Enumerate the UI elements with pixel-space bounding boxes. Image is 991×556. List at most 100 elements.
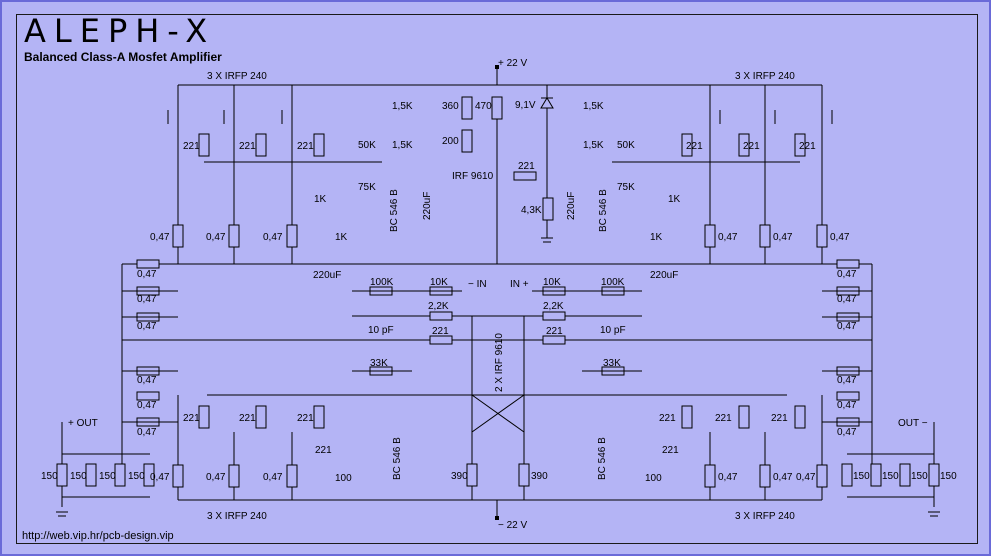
label-r047-7: 0,47 [150,472,170,483]
label-r047-5: 0,47 [773,232,793,243]
label-r1k-3: 1K [668,194,681,205]
right-top-mosfets [612,85,833,264]
label-r047-11: 0,47 [773,472,793,483]
label-r100-l: 100 [335,473,352,484]
label-r360: 360 [442,101,459,112]
output-loads [56,422,940,517]
label-irf9610-top: IRF 9610 [452,171,494,182]
label-zener: 9,1V [515,100,536,111]
label-r221-br: 221 [662,445,679,456]
label-r221-cl: 221 [432,326,449,337]
label-r75k-l: 75K [358,182,376,193]
label-r047-l5: 0,47 [137,400,157,411]
label-r75k-r: 75K [617,182,635,193]
label-bc546-bl: BC 546 B [392,437,403,480]
label-r047-l3: 0,47 [137,321,157,332]
label-r047-r6: 0,47 [837,427,857,438]
label-r221-g12: 221 [771,413,788,424]
schematic-border [16,14,978,544]
input-networks [352,286,642,376]
label-r150-3: 150 [99,471,116,482]
label-r047-1: 0,47 [150,232,170,243]
label-r100k-r: 100K [601,277,625,288]
label-r047-r1: 0,47 [837,269,857,280]
label-r047-r5: 0,47 [837,400,857,411]
left-top-mosfets [167,85,382,264]
label-r047-l6: 0,47 [137,427,157,438]
label-vminus: − 22 V [498,520,528,531]
label-c220-3: 220uF [313,270,341,281]
label-r047-8: 0,47 [206,472,226,483]
label-r390-r: 390 [531,471,548,482]
label-bc546-tr: BC 546 B [598,189,609,232]
label-r150-2: 150 [70,471,87,482]
label-c10p-r: 10 pF [600,325,626,336]
label-r22k-r: 2,2K [543,301,564,312]
label-r047-2: 0,47 [206,232,226,243]
label-irfp-bl: 3 X IRFP 240 [207,511,267,522]
label-r200: 200 [442,136,459,147]
label-irfp-tl: 3 X IRFP 240 [207,71,267,82]
label-r221-cr: 221 [546,326,563,337]
center-bias-network [461,85,554,264]
label-r047-6: 0,47 [830,232,850,243]
label-vplus: + 22 V [498,58,528,69]
label-r100-r: 100 [645,473,662,484]
label-r047-9: 0,47 [263,472,283,483]
label-r047-l2: 0,47 [137,294,157,305]
label-r221-g4: 221 [686,141,703,152]
schematic-subtitle: Balanced Class-A Mosfet Amplifier [24,50,222,64]
label-r43k: 4,3K [521,205,542,216]
label-r221-g5: 221 [743,141,760,152]
label-r390-l: 390 [451,471,468,482]
label-bc546-tl: BC 546 B [389,189,400,232]
label-r22k-l: 2,2K [428,301,449,312]
label-c220-1: 220uF [422,192,433,220]
label-r047-3: 0,47 [263,232,283,243]
label-r221-g11: 221 [715,413,732,424]
label-r047-l1: 0,47 [137,269,157,280]
driver-stage [429,311,566,500]
label-r150-6: 150 [882,471,899,482]
footer-url: http://web.vip.hr/pcb-design.vip [22,530,174,542]
schematic-title: ALEPH-X [24,12,216,50]
label-r10k-r: 10K [543,277,561,288]
label-r221-g1: 221 [183,141,200,152]
label-c220-2: 220uF [566,192,577,220]
label-r221-g7: 221 [183,413,200,424]
label-irfp-br: 3 X IRFP 240 [735,511,795,522]
label-r150-4: 150 [128,471,145,482]
label-irfp-tr: 3 X IRFP 240 [735,71,795,82]
label-r1k-4: 1K [650,232,663,243]
label-r047-12: 0,47 [796,472,816,483]
bottom-mosfets [172,395,828,500]
label-c10p-l: 10 pF [368,325,394,336]
label-r100k-l: 100K [370,277,394,288]
label-r221-g9: 221 [297,413,314,424]
component-labels: + 22 V − 22 V 3 X IRFP 240 3 X IRFP 240 … [41,58,957,531]
label-r150-7: 150 [911,471,928,482]
label-r221-g3: 221 [297,141,314,152]
label-r047-r4: 0,47 [837,375,857,386]
label-r15k-3: 1,5K [583,101,604,112]
right-resistor-ladder [822,259,872,427]
label-r15k-2: 1,5K [392,140,413,151]
label-out-minus: OUT − [898,418,928,429]
label-r221-bl: 221 [315,445,332,456]
label-r470: 470 [475,101,492,112]
label-r50k-r: 50K [617,140,635,151]
label-r33k-r: 33K [603,358,621,369]
label-r150-1: 150 [41,471,58,482]
label-r221-g2: 221 [239,141,256,152]
label-r15k-4: 1,5K [583,140,604,151]
label-r047-4: 0,47 [718,232,738,243]
label-c220-4: 220uF [650,270,678,281]
label-r50k-l: 50K [358,140,376,151]
label-bc546-br: BC 546 B [597,437,608,480]
label-irf9610-mid: 2 X IRF 9610 [494,333,505,392]
label-r1k-2: 1K [335,232,348,243]
left-resistor-ladder [122,259,178,427]
label-r1k-1: 1K [314,194,327,205]
label-r047-10: 0,47 [718,472,738,483]
label-r047-r3: 0,47 [837,321,857,332]
